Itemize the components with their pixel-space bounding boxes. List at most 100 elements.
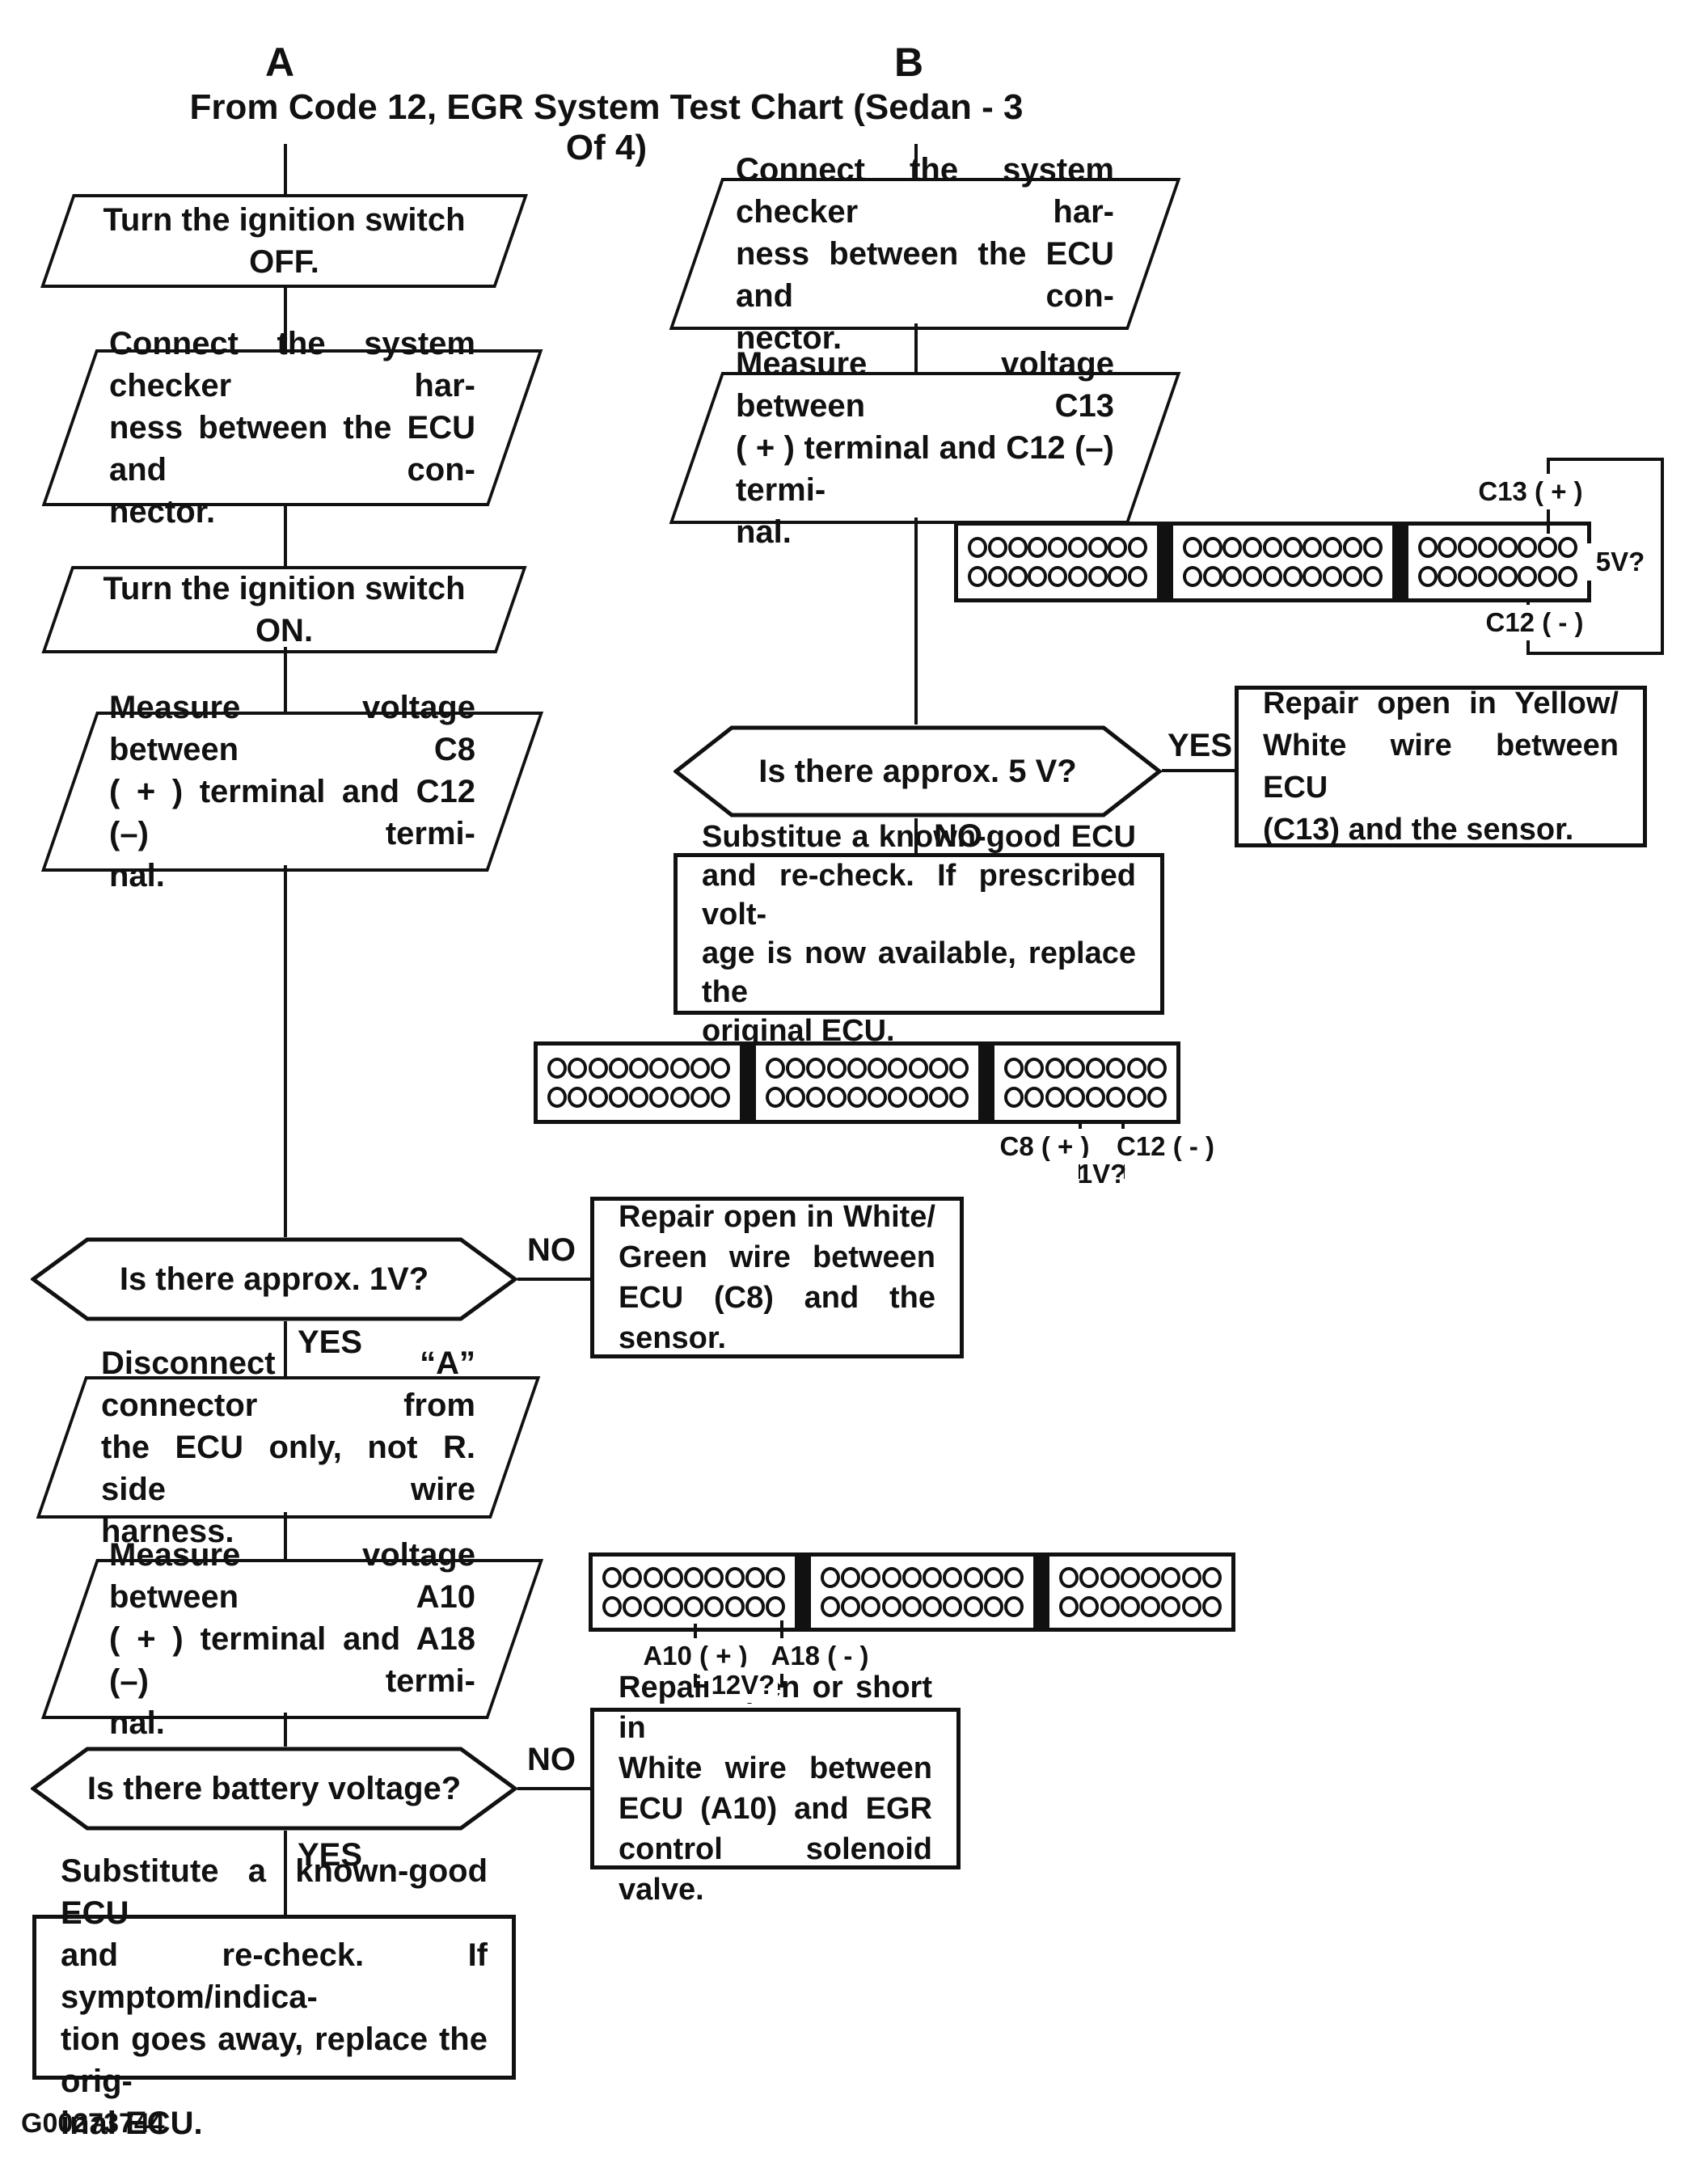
ecu-connector-c13-c12 bbox=[954, 522, 1591, 602]
pin-hole bbox=[643, 1595, 663, 1617]
pin-hole bbox=[649, 1087, 669, 1109]
pin-row bbox=[602, 1595, 785, 1617]
pin-leader-line bbox=[780, 1620, 783, 1641]
voltage-question-label: 12V? bbox=[708, 1667, 778, 1703]
pin-hole bbox=[1100, 1567, 1120, 1589]
pin-hole bbox=[1004, 1057, 1024, 1079]
pin-hole bbox=[1086, 1057, 1106, 1079]
pin-hole bbox=[881, 1595, 902, 1617]
pin-hole bbox=[786, 1057, 806, 1079]
pin-hole bbox=[902, 1567, 922, 1589]
pin-hole bbox=[1438, 537, 1458, 558]
action-text: Repair open in Yellow/White wire between… bbox=[1263, 686, 1619, 847]
branch-no-label: NO bbox=[527, 1742, 576, 1777]
pin-row bbox=[1183, 566, 1383, 587]
pin-hole bbox=[547, 1057, 567, 1079]
pin-hole bbox=[943, 1595, 963, 1617]
pin-hole bbox=[983, 1595, 1003, 1617]
pin-hole bbox=[1065, 1087, 1085, 1109]
pin-hole bbox=[1028, 537, 1048, 558]
pin-hole bbox=[568, 1087, 588, 1109]
pin-row bbox=[968, 566, 1147, 587]
decision-battery-voltage: Is there battery voltage? bbox=[31, 1747, 517, 1831]
pin-hole bbox=[623, 1595, 643, 1617]
pin-hole bbox=[1106, 1057, 1126, 1079]
pin-hole bbox=[669, 1057, 690, 1079]
pin-row bbox=[1004, 1087, 1167, 1109]
pin-hole bbox=[724, 1567, 745, 1589]
connector-segment bbox=[1173, 526, 1392, 598]
step-measure-a10-a18: Measure voltage between A10( + ) termina… bbox=[40, 1537, 544, 1741]
pin-hole bbox=[1007, 537, 1028, 558]
voltage-question-label: 5V? bbox=[1586, 543, 1654, 581]
pin-hole bbox=[1146, 1087, 1167, 1109]
pin-hole bbox=[1004, 1087, 1024, 1109]
flow-line bbox=[284, 1512, 287, 1559]
pin-hole bbox=[623, 1567, 643, 1589]
ecu-connector-c8-c12 bbox=[534, 1041, 1180, 1124]
pin-hole bbox=[629, 1087, 648, 1109]
pin-hole bbox=[547, 1087, 567, 1109]
pin-hole bbox=[684, 1595, 703, 1617]
pin-hole bbox=[826, 1087, 847, 1109]
step-text: Turn the ignition switch OFF. bbox=[103, 202, 466, 280]
pin-hole bbox=[841, 1567, 861, 1589]
pin-hole bbox=[968, 537, 987, 558]
pin-hole bbox=[766, 1567, 785, 1589]
pin-hole bbox=[826, 1057, 847, 1079]
decision-shape bbox=[673, 725, 1162, 817]
pin-label-a18-minus: A18 ( - ) bbox=[758, 1638, 881, 1674]
flow-line bbox=[517, 1278, 592, 1281]
pin-hole bbox=[1417, 566, 1438, 587]
voltage-bracket bbox=[1661, 458, 1664, 655]
step-text: Measure voltage between C8( + ) terminal… bbox=[109, 690, 475, 893]
pin-hole bbox=[766, 1057, 785, 1079]
pin-row bbox=[1183, 537, 1383, 558]
branch-yes-label: YES bbox=[298, 1837, 363, 1873]
pin-hole bbox=[908, 1057, 928, 1079]
pin-hole bbox=[847, 1057, 867, 1079]
pin-hole bbox=[745, 1595, 765, 1617]
pin-hole bbox=[1161, 1595, 1181, 1617]
flow-line bbox=[284, 144, 287, 194]
pin-hole bbox=[888, 1087, 908, 1109]
action-repair-yellow-white: Repair open in Yellow/White wire between… bbox=[1235, 686, 1647, 847]
pin-hole bbox=[1518, 566, 1538, 587]
voltage-bracket bbox=[694, 1674, 697, 1688]
pin-hole bbox=[1087, 537, 1108, 558]
pin-hole bbox=[1100, 1595, 1120, 1617]
pin-hole bbox=[786, 1087, 806, 1109]
connector-segment bbox=[1408, 526, 1587, 598]
pin-hole bbox=[1262, 566, 1282, 587]
pin-label-c8-plus: C8 ( + ) bbox=[988, 1129, 1101, 1164]
pin-hole bbox=[745, 1567, 765, 1589]
pin-hole bbox=[1183, 566, 1202, 587]
pin-label-a10-plus: A10 ( + ) bbox=[634, 1638, 757, 1674]
pin-hole bbox=[1067, 537, 1087, 558]
pin-hole bbox=[1222, 537, 1243, 558]
pin-hole bbox=[1120, 1567, 1140, 1589]
pin-hole bbox=[861, 1567, 881, 1589]
pin-hole bbox=[1303, 537, 1323, 558]
pin-hole bbox=[987, 537, 1007, 558]
pin-hole bbox=[1004, 1595, 1024, 1617]
pin-row bbox=[547, 1087, 730, 1109]
flow-line bbox=[914, 323, 918, 372]
pin-hole bbox=[1538, 566, 1558, 587]
step-turn-ignition-off: Turn the ignition switch OFF. bbox=[40, 194, 528, 288]
pin-hole bbox=[987, 566, 1007, 587]
flow-line bbox=[914, 818, 918, 853]
pin-hole bbox=[943, 1567, 963, 1589]
connector-segment bbox=[811, 1557, 1034, 1628]
pin-hole bbox=[1028, 566, 1048, 587]
pin-hole bbox=[1065, 1057, 1085, 1079]
pin-hole bbox=[1497, 566, 1518, 587]
ecu-connector-a10-a18 bbox=[589, 1552, 1235, 1632]
pin-hole bbox=[1004, 1567, 1024, 1589]
